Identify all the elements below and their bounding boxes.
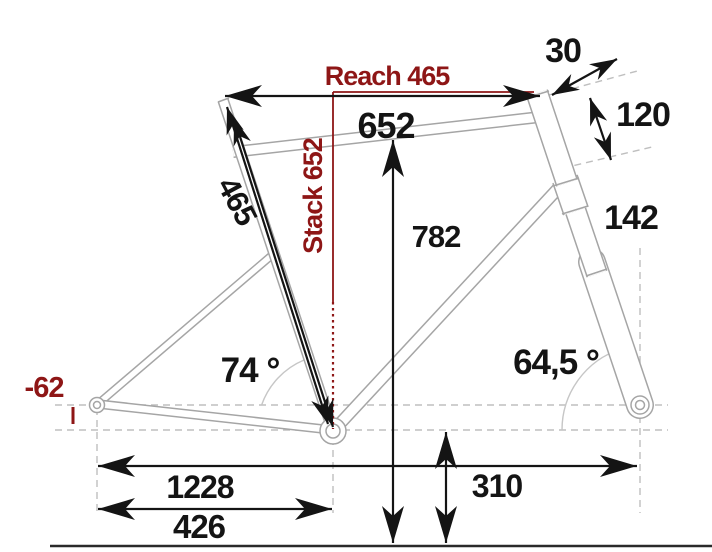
seat-tube-length-label: 465: [210, 171, 264, 231]
measurement-arrows: [98, 58, 637, 543]
front-axle-hole: [634, 399, 646, 411]
head-tube-length-label: 120: [616, 96, 670, 134]
fork-leg-joint: [585, 268, 608, 277]
head-angle-label: 64,5 °: [513, 343, 599, 382]
top-tube-length-label: 652: [357, 105, 414, 146]
reach-label: Reach 465: [325, 61, 451, 91]
standover-label: 782: [412, 219, 461, 254]
stem-offset-label: 30: [545, 32, 581, 70]
head-tube-bottom-face: [552, 177, 580, 187]
down-tube-fill: [330, 177, 569, 434]
fork-crown-bottom-face: [561, 205, 589, 215]
chainstay-fill: [97, 400, 333, 434]
fork-upper-leg-fill: [565, 202, 606, 278]
stem-offset-arrow: [551, 58, 618, 96]
stack-label: Stack 652: [298, 138, 328, 254]
fork-crown-fill: [553, 175, 588, 215]
head-tube-length-arrow: [588, 97, 613, 161]
head-tube-top-extension-dashed-line: [548, 69, 642, 96]
fork-ref-label: 142: [604, 199, 658, 237]
wheelbase-label: 1228: [166, 469, 233, 505]
rear-axle-hole: [92, 400, 102, 410]
seat-angle-label: 74 °: [221, 351, 280, 390]
bb-height-label: 310: [472, 468, 523, 504]
seat-tube-arrow-inner: [232, 117, 335, 428]
fork-lower-leg-fill: [579, 249, 653, 418]
head-tube-fill: [527, 89, 577, 187]
measurement-labels: 652 30 120 142 782 465 74 ° 64,5 ° 1228 …: [166, 32, 671, 545]
bb-drop-label: -62: [25, 372, 64, 404]
chainstay-label: 426: [173, 508, 226, 545]
